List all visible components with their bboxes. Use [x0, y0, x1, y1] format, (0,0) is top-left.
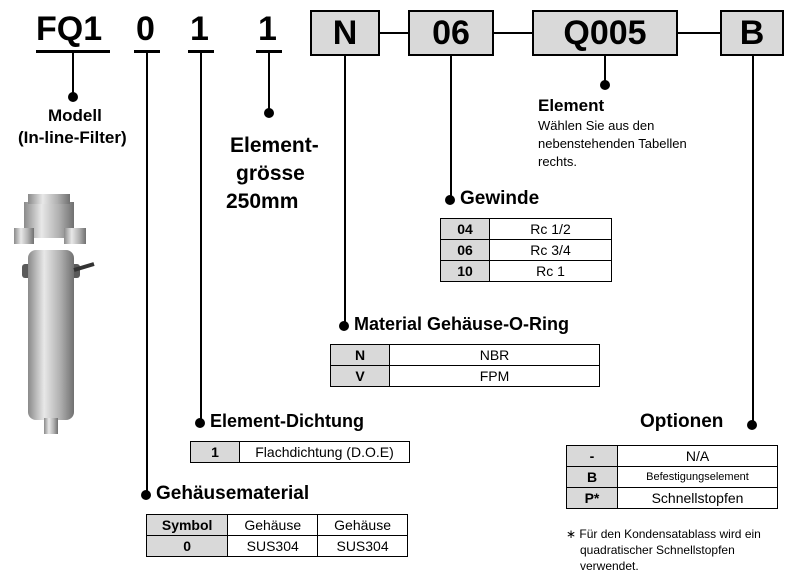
code-oring-box: N [310, 10, 380, 56]
element-desc-1: Wählen Sie aus den [538, 118, 655, 133]
label-oring: Material Gehäuse-O-Ring [354, 314, 570, 334]
underline-1b [256, 50, 282, 53]
dot-element [600, 80, 610, 90]
label-size-3: 250mm [226, 190, 299, 213]
element-desc-2: nebenstehenden Tabellen [538, 136, 687, 151]
leader-modell [72, 53, 74, 95]
dot-modell [68, 92, 78, 102]
leader-gewinde [450, 56, 452, 200]
table-row: P*Schnellstopfen [566, 487, 778, 509]
leader-gehause [146, 53, 148, 495]
code-element-box: Q005 [532, 10, 678, 56]
dot-oring [339, 321, 349, 331]
leader-optionen [752, 56, 754, 426]
leader-size [268, 53, 270, 111]
label-modell: Modell [48, 106, 102, 125]
leader-oring [344, 56, 346, 326]
code-fq1: FQ1 [36, 10, 103, 48]
code-thread-box: 06 [408, 10, 494, 56]
table-row: 0 SUS304 SUS304 [145, 535, 408, 557]
underline-1a [188, 50, 214, 53]
dash-3 [678, 32, 720, 34]
underline-fq1 [36, 50, 110, 53]
dash-2 [494, 32, 532, 34]
footnote-3: verwendet. [580, 559, 639, 573]
dot-gehause [141, 490, 151, 500]
label-size-2: grösse [236, 162, 305, 185]
dot-size [264, 108, 274, 118]
label-size-1: Element- [230, 134, 319, 157]
dot-dichtung [195, 418, 205, 428]
dash-1 [380, 32, 408, 34]
label-dichtung: Element-Dichtung [210, 411, 365, 431]
code-option-box: B [720, 10, 784, 56]
label-gewinde: Gewinde [460, 188, 540, 209]
label-modell-sub: (In-line-Filter) [18, 128, 127, 147]
filter-product-image [14, 194, 95, 434]
label-element: Element [538, 96, 605, 115]
dot-optionen [747, 420, 757, 430]
table-row: Symbol Gehäuse Gehäuse [145, 514, 408, 536]
dot-gewinde [445, 195, 455, 205]
code-seal: 1 [190, 10, 209, 48]
footnote-1: ∗ Für den Kondensatablass wird ein [566, 527, 761, 541]
code-size: 1 [258, 10, 277, 48]
gehause-table: Symbol Gehäuse Gehäuse 0 SUS304 SUS304 [145, 514, 408, 557]
footnote-2: quadratischer Schnellstopfen [580, 543, 735, 557]
code-body-material: 0 [136, 10, 155, 48]
label-gehause: Gehäusematerial [156, 483, 310, 504]
label-optionen: Optionen [640, 411, 724, 432]
leader-dichtung [200, 53, 202, 423]
underline-0 [134, 50, 160, 53]
element-desc-3: rechts. [538, 154, 578, 169]
table-row: -N/A [566, 445, 778, 467]
leader-element [604, 56, 606, 82]
